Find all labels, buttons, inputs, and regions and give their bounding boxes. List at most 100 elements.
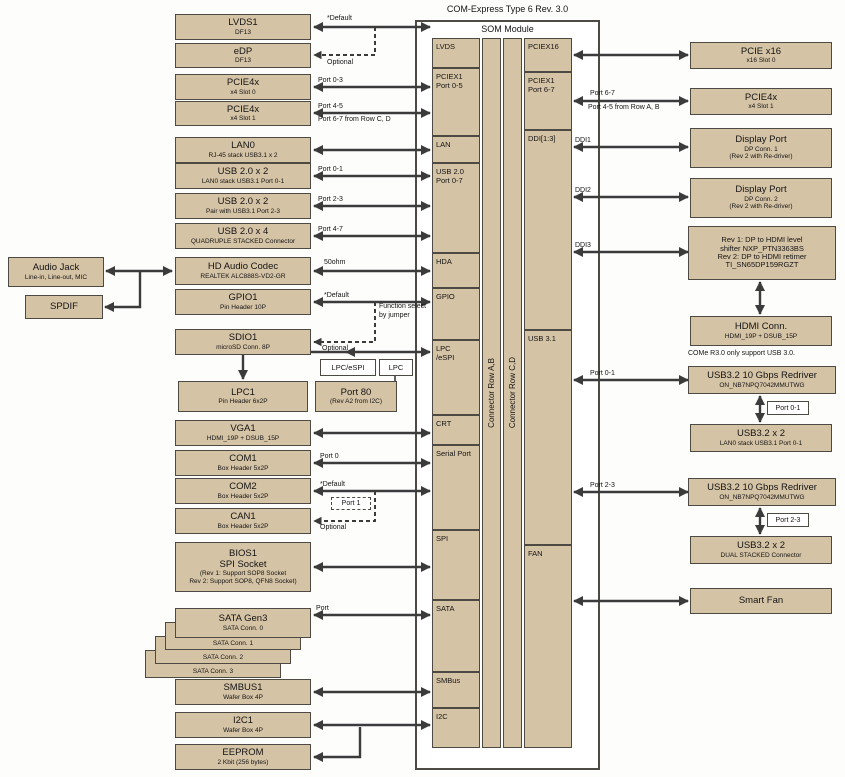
port-smbus-label: SMBus — [436, 676, 461, 685]
port-lpc-l1: LPC — [436, 344, 451, 353]
display-port1-sub1: DP Conn. 1 — [744, 146, 778, 154]
port-crt: CRT — [432, 415, 480, 445]
port-gpio-label: GPIO — [436, 292, 455, 301]
label-port-4-5-from-ab: Port 4-5 from Row A, B — [588, 104, 660, 111]
label-usb31-port-2-3: Port 2-3 — [590, 482, 615, 489]
pcie4x-slot1-title: PCIE4x — [226, 103, 260, 115]
port-spi-label: SPI — [436, 534, 449, 543]
vga1-title: VGA1 — [230, 423, 256, 435]
label-com1-port0: Port 0 — [320, 453, 339, 460]
usb20-x2-a-sub: LAN0 stack USB3.1 Port 0-1 — [201, 177, 285, 185]
port-lpc-espi: LPC/eSPI — [432, 340, 480, 415]
label-ddi1: DDI1 — [575, 137, 591, 144]
label-redriver2-port-2-3-text: Port 2-3 — [775, 516, 801, 524]
i2c1-title: I2C1 — [232, 715, 254, 727]
pcie4x-right-title: PCIE4x — [744, 91, 778, 103]
port-smbus: SMBus — [432, 672, 480, 708]
port-lvds-label: LVDS — [436, 42, 456, 51]
sata-gen3-sub: SATA Conn. 0 — [222, 624, 264, 632]
audio-jack-sub: Line-in, Line-out, MIC — [24, 273, 88, 281]
port80-title: Port 80 — [340, 386, 372, 398]
port-serial-label: Serial Port — [436, 449, 472, 458]
port-sata-label: SATA — [436, 604, 455, 613]
hdmi-conn-title: HDMI Conn. — [734, 321, 788, 333]
can1-title: CAN1 — [230, 511, 256, 523]
port-usb20-l1: USB 2.0 — [436, 167, 464, 176]
gpio1-title: GPIO1 — [228, 292, 258, 304]
label-usb-port-4-7: Port 4-7 — [318, 226, 343, 233]
pcie-x16-sub: x16 Slot 0 — [746, 57, 776, 65]
label-lvds-default: *Default — [327, 15, 352, 22]
display-port1-title: Display Port — [735, 134, 787, 146]
label-port-4-5: Port 4-5 — [318, 103, 343, 110]
som-module-label: SOM Module — [481, 24, 534, 34]
smbus1-title: SMBUS1 — [223, 682, 263, 694]
label-port-6-7-from-cd: Port 6-7 from Row C, D — [318, 116, 391, 123]
port-sata: SATA — [432, 600, 480, 672]
bios1-sub2: (Rev 1: Support SOP8 Socket — [199, 570, 287, 578]
label-port-0-3: Port 0-3 — [318, 77, 343, 84]
lvds1-sub: DF13 — [235, 28, 251, 36]
port-lan-label: LAN — [436, 140, 451, 149]
port-usb31-label: USB 3.1 — [528, 334, 556, 343]
lpc-espi-tag: LPC/eSPI — [320, 359, 376, 376]
port-hda-label: HDA — [436, 257, 452, 266]
port-usb20-l2: Port 0-7 — [436, 176, 463, 186]
usb32-redriver2-title: USB3.2 10 Gbps Redriver — [707, 482, 817, 494]
label-redriver1-port-0-1: Port 0-1 — [767, 401, 809, 415]
audio-jack-title: Audio Jack — [32, 262, 80, 274]
smart-fan-box: Smart Fan — [690, 588, 832, 614]
usb32-redriver2-sub: ON_NB7NPQ7042MMUTWG — [719, 493, 805, 501]
port-pciex1-right-l2: Port 6-7 — [528, 85, 555, 95]
sdio1-sub: microSD Conn. 8P — [216, 343, 270, 351]
hdmi-conn-box: HDMI Conn.HDMI_19P + DSUB_15P — [690, 316, 832, 346]
port-serial: Serial Port — [432, 445, 480, 530]
label-redriver2-port-2-3: Port 2-3 — [767, 513, 809, 527]
label-usb-port-0-1: Port 0-1 — [318, 166, 343, 173]
display-port2-sub1: DP Conn. 2 — [744, 196, 778, 204]
connector-row-ab: Connector Row A,B — [482, 38, 501, 748]
port-spi: SPI — [432, 530, 480, 600]
port-pciex1-left-l2: Port 0-5 — [436, 81, 463, 91]
label-pcie-port-6-7: Port 6-7 — [590, 90, 615, 97]
usb32-redriver1-title: USB3.2 10 Gbps Redriver — [707, 370, 817, 382]
label-function-select-2: by jumper — [379, 312, 410, 319]
com2-title: COM2 — [229, 481, 257, 493]
port-ddi: DDI[1:3] — [524, 130, 572, 330]
port-lvds: LVDS — [432, 38, 480, 68]
edp-sub: DF13 — [235, 57, 251, 65]
lvds1-title: LVDS1 — [228, 17, 258, 29]
sata-conn2-label: SATA Conn. 2 — [202, 653, 244, 661]
usb30-note: COMe R3.0 only support USB 3.0. — [688, 350, 795, 357]
port80-sub: (Rev A2 from I2C) — [329, 398, 382, 406]
display-port2-sub2: (Rev 2 with Re-driver) — [729, 203, 793, 211]
port-crt-label: CRT — [436, 419, 452, 428]
bios1-sub1: SPI Socket — [219, 558, 267, 570]
gpio1-sub: Pin Header 10P — [220, 303, 266, 311]
port-lpc-l2: /eSPI — [436, 353, 455, 363]
port-pciex1-right-l1: PCIEX1 — [528, 76, 555, 85]
bios1-title: BIOS1 — [229, 548, 257, 560]
i2c1-sub: Wafer Box 4P — [223, 726, 263, 734]
sata-gen3-title: SATA Gen3 — [218, 613, 268, 625]
label-can-optional: Optional — [320, 524, 347, 531]
sata-conn3-label: SATA Conn. 3 — [192, 667, 234, 675]
